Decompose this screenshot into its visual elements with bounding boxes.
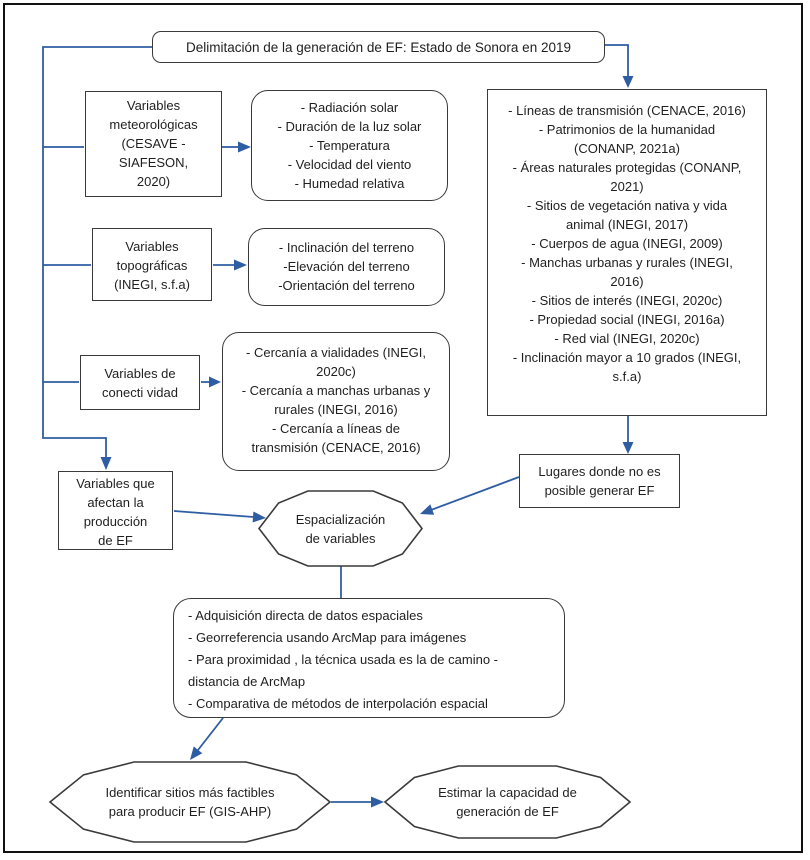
spatialization-octagon	[257, 490, 424, 567]
list-item: - Cuerpos de agua (INEGI, 2009)	[531, 236, 723, 251]
list-item: - Inclinación mayor a 10 grados (INEGI, …	[512, 350, 742, 384]
identify-label: Identificar sitios más factibles para pr…	[105, 785, 275, 819]
spatialization-label: Espacialización de variables	[295, 511, 386, 546]
list-item: - Inclinación del terreno	[278, 240, 415, 255]
list-item: - Temperatura	[309, 138, 390, 153]
node-restrictions-list: - Líneas de transmisión (CENACE, 2016) -…	[487, 89, 767, 416]
list-item: - Red vial (INEGI, 2020c)	[554, 331, 700, 346]
node-conn-items: - Cercanía a vialidades (INEGI, 2020c) -…	[222, 332, 450, 471]
arrow-title-to-restrictions	[605, 44, 634, 88]
diagram-title-box: Delimitación de la generación de EF: Est…	[152, 31, 605, 63]
arrow-topo-to-items	[213, 259, 247, 271]
identify-octagon	[48, 761, 332, 843]
arrow-methods-to-identify	[190, 717, 224, 760]
list-item: -Orientación del terreno	[278, 278, 415, 293]
estimate-label: Estimar la capacidad de generación de EF	[438, 785, 577, 819]
list-item: - Humedad relativa	[294, 176, 405, 191]
arrow-no-generation-to-spatialization	[420, 476, 520, 515]
list-item: - Manchas urbanas y rurales (INEGI, 2016…	[521, 255, 733, 289]
node-variables-topograficas: Variables topográficas (INEGI, s.f.a)	[92, 228, 212, 301]
list-item: - Patrimonios de la humanidad (CONANP, 2…	[538, 122, 716, 156]
list-item: - Cercanía a líneas de transmisión (CENA…	[251, 421, 421, 455]
list-item: - Cercanía a vialidades (INEGI, 2020c)	[246, 345, 426, 379]
node-methods: - Adquisición directa de datos espaciale…	[173, 598, 565, 718]
list-item: - Líneas de transmisión (CENACE, 2016)	[508, 103, 746, 118]
diagram-outer-frame	[3, 3, 803, 853]
arrow-restrictions-to-no-generation	[622, 416, 634, 454]
list-item: - Radiación solar	[300, 100, 399, 115]
node-lugares-no-generar: Lugares donde no es posible generar EF	[519, 454, 680, 508]
arrow-vars-affect-to-spatialization	[173, 510, 266, 523]
arrow-conn-to-items	[201, 376, 221, 388]
list-item: - Duración de la luz solar	[277, 119, 422, 134]
list-item: - Adquisición directa de datos espaciale…	[188, 608, 423, 623]
connector-rail-left	[42, 46, 152, 470]
node-variables-meteorologicas: Variables meteorológicas (CESAVE - SIAFE…	[85, 91, 222, 197]
estimate-octagon	[383, 765, 632, 839]
list-item: - Propiedad social (INEGI, 2016a)	[529, 312, 725, 327]
node-variables-que-afectan: Variables que afectan la producción de E…	[58, 471, 173, 550]
node-variables-conectividad: Variables de conecti vidad	[80, 355, 200, 410]
list-item: - Sitios de vegetación nativa y vida ani…	[526, 198, 728, 232]
list-item: - Velocidad del viento	[287, 157, 412, 172]
list-item: - Cercanía a manchas urbanas y rurales (…	[241, 383, 431, 417]
node-topo-items: - Inclinación del terreno -Elevación del…	[248, 228, 445, 306]
arrow-meteo-to-items	[222, 141, 251, 153]
list-item: - Georreferencia usando ArcMap para imág…	[188, 630, 467, 645]
list-item: - Áreas naturales protegidas (CONANP, 20…	[512, 160, 742, 194]
list-item: - Sitios de interés (INEGI, 2020c)	[531, 293, 723, 308]
diagram-title: Delimitación de la generación de EF: Est…	[185, 39, 571, 55]
list-item: - Comparativa de métodos de interpolació…	[188, 696, 488, 711]
node-meteo-items: - Radiación solar - Duración de la luz s…	[251, 90, 448, 201]
list-item: - Para proximidad , la técnica usada es …	[188, 652, 498, 689]
arrow-identify-to-estimate	[331, 796, 384, 808]
list-item: -Elevación del terreno	[283, 259, 410, 274]
